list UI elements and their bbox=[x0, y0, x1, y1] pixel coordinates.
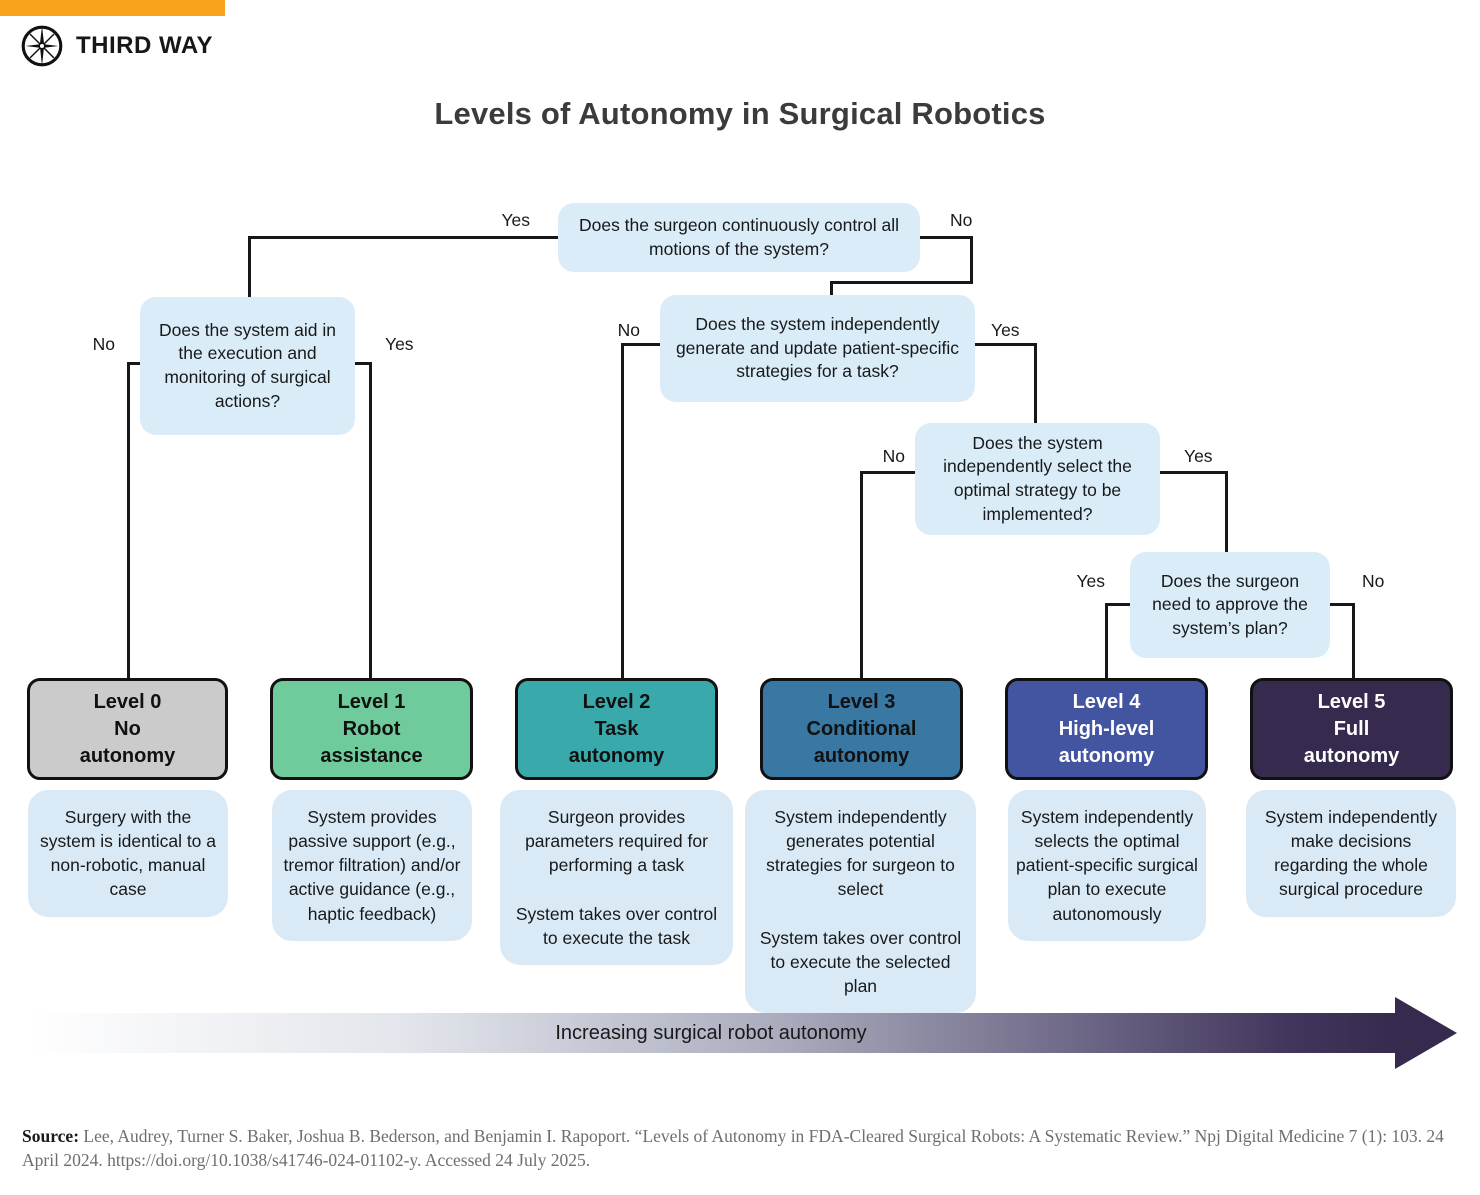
connector-q3-yes-v bbox=[1034, 343, 1037, 425]
level-1-box: Level 1 Robot assistance bbox=[270, 678, 473, 780]
q4-yes-label: Yes bbox=[1184, 446, 1213, 466]
autonomy-gradient-arrow: Increasing surgical robot autonomy bbox=[25, 1013, 1397, 1053]
connector-q5-no-v bbox=[1352, 603, 1355, 680]
connector-q4-yes-h bbox=[1158, 471, 1228, 474]
connector-q2-yes-h bbox=[353, 362, 372, 365]
connector-q1-no-v1 bbox=[970, 236, 973, 284]
q2-no-label: No bbox=[92, 334, 115, 354]
level-4-box: Level 4 High-level autonomy bbox=[1005, 678, 1208, 780]
level-1-description: System provides passive support (e.g., t… bbox=[272, 790, 472, 941]
source-citation: Source: Lee, Audrey, Turner S. Baker, Jo… bbox=[22, 1125, 1462, 1172]
connector-q3-no-v bbox=[621, 343, 624, 680]
connector-q4-no-v bbox=[860, 471, 863, 680]
level-4-description: System independently selects the optimal… bbox=[1008, 790, 1206, 941]
question-aid-execution: Does the system aid in the execution and… bbox=[140, 297, 355, 435]
level-0-description: Surgery with the system is identical to … bbox=[28, 790, 228, 917]
autonomy-arrow-label: Increasing surgical robot autonomy bbox=[555, 1021, 867, 1044]
level-5-description: System independently make decisions rega… bbox=[1246, 790, 1456, 917]
question-select-strategy: Does the system independently select the… bbox=[915, 423, 1160, 535]
question-approve-plan: Does the surgeon need to approve the sys… bbox=[1130, 552, 1330, 658]
level-3-box: Level 3 Conditional autonomy bbox=[760, 678, 963, 780]
level-3-description: System independently generates potential… bbox=[745, 790, 976, 1014]
connector-q5-no-h bbox=[1328, 603, 1355, 606]
connector-q1-yes-h bbox=[248, 236, 558, 239]
connector-q2-no-v bbox=[127, 362, 130, 680]
level-2-description: Surgeon provides parameters required for… bbox=[500, 790, 733, 965]
connector-q1-no-h2 bbox=[830, 281, 973, 284]
q3-yes-label: Yes bbox=[991, 320, 1020, 340]
q1-no-label: No bbox=[950, 210, 973, 230]
connector-q2-no-h bbox=[127, 362, 142, 365]
compass-star-icon bbox=[20, 24, 64, 68]
connector-q4-yes-v bbox=[1225, 471, 1228, 554]
brand-name: THIRD WAY bbox=[76, 32, 213, 59]
brand-logo: THIRD WAY bbox=[20, 24, 213, 68]
q5-no-label: No bbox=[1362, 571, 1385, 591]
connector-q1-no-h1 bbox=[920, 236, 973, 239]
connector-q1-no-v2 bbox=[830, 281, 833, 298]
question-generate-strategies: Does the system independently generate a… bbox=[660, 295, 975, 402]
q5-yes-label: Yes bbox=[1076, 571, 1105, 591]
source-label: Source: bbox=[22, 1126, 80, 1146]
question-continuous-control: Does the surgeon continuously control al… bbox=[558, 203, 920, 272]
source-text: Lee, Audrey, Turner S. Baker, Joshua B. … bbox=[22, 1126, 1444, 1170]
q2-yes-label: Yes bbox=[385, 334, 414, 354]
arrow-head-icon bbox=[1395, 997, 1457, 1069]
connector-q1-yes-v bbox=[248, 236, 251, 298]
q3-no-label: No bbox=[617, 320, 640, 340]
connector-q3-no-h bbox=[621, 343, 662, 346]
connector-q3-yes-h bbox=[973, 343, 1037, 346]
brand-accent-bar bbox=[0, 0, 225, 16]
level-5-box: Level 5 Full autonomy bbox=[1250, 678, 1453, 780]
connector-q4-no-h bbox=[860, 471, 917, 474]
level-0-box: Level 0 No autonomy bbox=[27, 678, 228, 780]
page-title: Levels of Autonomy in Surgical Robotics bbox=[434, 96, 1046, 131]
connector-q2-yes-v bbox=[369, 362, 372, 680]
level-2-box: Level 2 Task autonomy bbox=[515, 678, 718, 780]
q4-no-label: No bbox=[882, 446, 905, 466]
connector-q5-yes-v bbox=[1105, 603, 1108, 680]
q1-yes-label: Yes bbox=[501, 210, 530, 230]
connector-q5-yes-h bbox=[1105, 603, 1132, 606]
